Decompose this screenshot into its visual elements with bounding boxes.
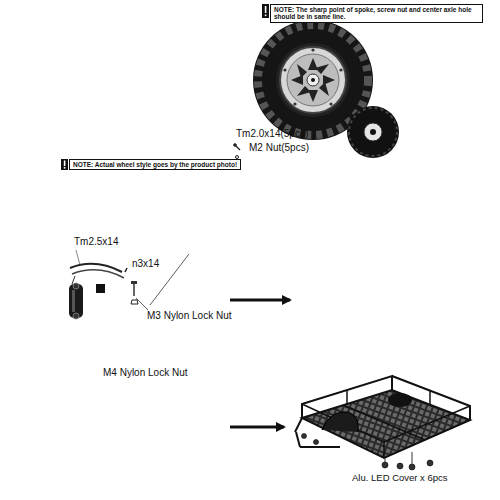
trailer xyxy=(295,376,470,470)
wheel-side xyxy=(347,106,399,158)
step-arrow xyxy=(230,426,284,429)
part-label: n3x14 xyxy=(132,258,159,270)
part-label: Tm2.0x14(5pcs) xyxy=(236,128,308,140)
note-text: NOTE: Actual wheel style goes by the pro… xyxy=(69,159,241,170)
part-label: Tm2.5x14 xyxy=(74,236,118,248)
step-arrow xyxy=(230,299,290,302)
shock-parts xyxy=(69,250,189,319)
part-label: M3 Nylon Lock Nut xyxy=(147,310,231,322)
screw-icon xyxy=(234,144,240,159)
part-label: M4 Nylon Lock Nut xyxy=(103,367,187,379)
note-icon xyxy=(61,4,269,170)
part-label: Alu. LED Cover x 6pcs xyxy=(352,473,448,484)
part-label: M2 Nut(5pcs) xyxy=(249,142,309,154)
note-text: NOTE: The sharp point of spoke, screw nu… xyxy=(270,4,483,23)
